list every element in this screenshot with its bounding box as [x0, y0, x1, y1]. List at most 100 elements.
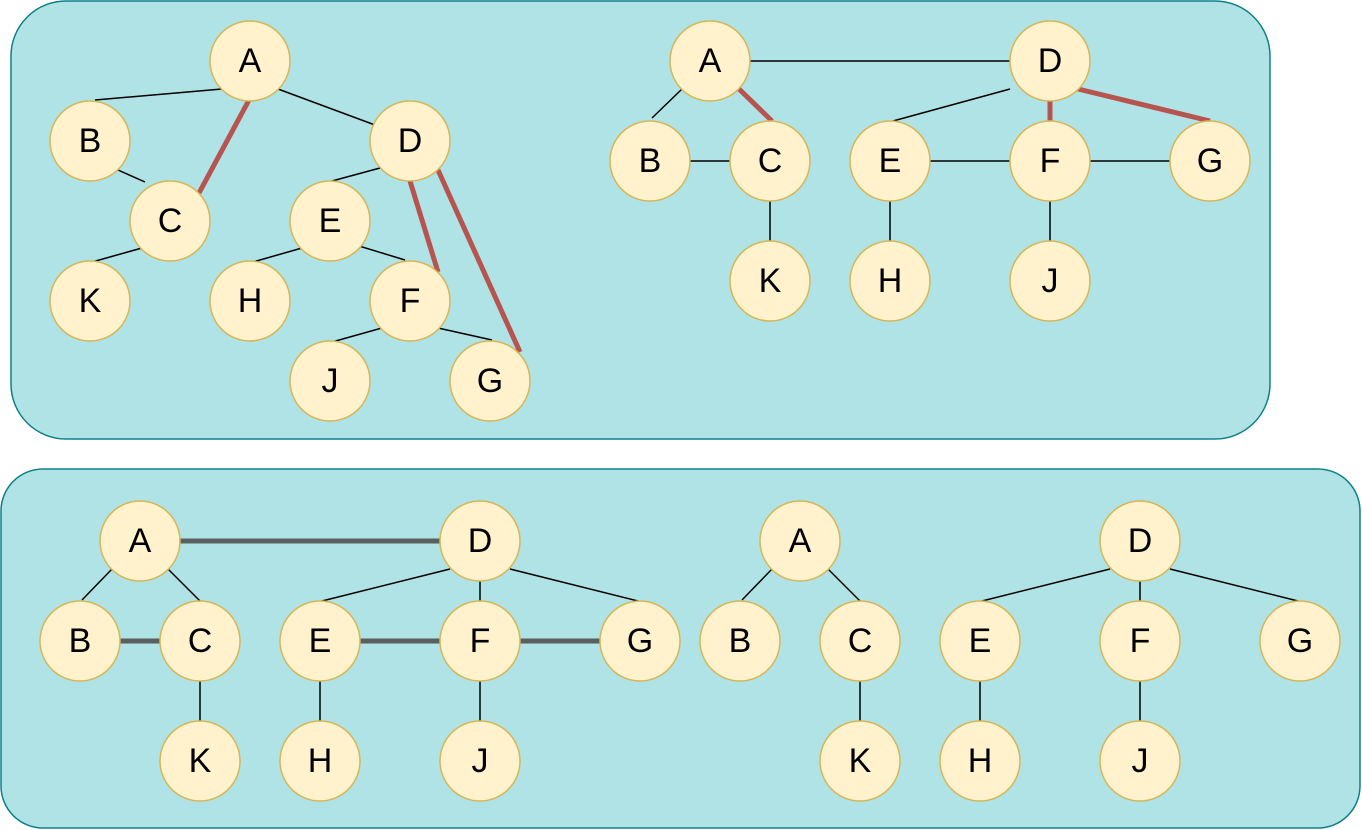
svg-text:H: H	[968, 742, 993, 780]
node-a: A	[669, 20, 751, 102]
node-g: G	[1169, 120, 1251, 202]
svg-text:E: E	[969, 622, 992, 660]
edge-c-k	[91, 247, 143, 263]
edge-d-g	[1169, 568, 1299, 602]
edge-red-d-g	[1077, 86, 1211, 124]
svg-text:K: K	[849, 742, 872, 780]
svg-text:K: K	[189, 742, 212, 780]
svg-text:J: J	[1132, 742, 1149, 780]
node-b: B	[609, 120, 691, 202]
svg-text:A: A	[699, 42, 722, 80]
edge-d-e	[981, 568, 1111, 602]
diagram-4-nodes: A B C D E F G H J K	[699, 500, 1341, 802]
node-k: K	[729, 240, 811, 322]
svg-text:E: E	[309, 622, 332, 660]
edge-a-b	[81, 568, 113, 601]
svg-text:F: F	[1040, 142, 1061, 180]
node-c: C	[129, 180, 211, 262]
diagram-1-nodes: A B C D E F G H J K	[49, 20, 531, 422]
edge-red-d-f	[407, 180, 441, 273]
svg-text:A: A	[789, 522, 812, 560]
svg-text:C: C	[158, 202, 183, 240]
svg-text:A: A	[239, 42, 262, 80]
edge-e-f	[358, 245, 406, 261]
node-d: D	[369, 100, 451, 182]
diagram-4-edges	[741, 568, 1299, 721]
node-e: E	[939, 600, 1021, 682]
svg-text:B: B	[79, 122, 102, 160]
svg-text:B: B	[69, 622, 92, 660]
edge-red-a-c	[196, 98, 252, 195]
node-h: H	[939, 720, 1021, 802]
node-e: E	[849, 120, 931, 202]
node-d: D	[439, 500, 521, 582]
node-f: F	[439, 600, 521, 682]
node-d: D	[1099, 500, 1181, 582]
svg-text:F: F	[1130, 622, 1151, 660]
svg-text:E: E	[319, 202, 342, 240]
svg-text:B: B	[639, 142, 662, 180]
node-b: B	[49, 100, 131, 182]
node-b: B	[699, 600, 781, 682]
edge-a-b	[94, 88, 223, 101]
svg-text:D: D	[1128, 522, 1153, 560]
node-h: H	[209, 260, 291, 342]
edge-a-b	[651, 88, 683, 119]
svg-text:G: G	[1197, 142, 1223, 180]
svg-text:K: K	[759, 262, 782, 300]
node-c: C	[729, 120, 811, 202]
svg-text:J: J	[472, 742, 489, 780]
svg-text:G: G	[1287, 622, 1313, 660]
svg-text:D: D	[468, 522, 493, 560]
diagram-3-nodes: A B C D E F G H J K	[39, 500, 681, 802]
node-a: A	[99, 500, 181, 582]
node-g: G	[449, 340, 531, 422]
node-a: A	[759, 500, 841, 582]
node-h: H	[279, 720, 361, 802]
edge-d-e	[321, 568, 451, 602]
node-k: K	[819, 720, 901, 802]
node-f: F	[1099, 600, 1181, 682]
svg-text:B: B	[729, 622, 752, 660]
svg-text:H: H	[308, 742, 333, 780]
edge-red-a-c	[737, 87, 774, 123]
svg-text:H: H	[878, 262, 903, 300]
top-panel	[10, 0, 1271, 440]
svg-text:G: G	[477, 362, 503, 400]
node-j: J	[1009, 240, 1091, 322]
svg-text:C: C	[188, 622, 213, 660]
diagram-3-edges	[81, 538, 639, 721]
node-h: H	[849, 240, 931, 322]
node-e: E	[289, 180, 371, 262]
svg-text:K: K	[79, 282, 102, 320]
node-a: A	[209, 20, 291, 102]
node-f: F	[1009, 120, 1091, 202]
edge-f-j	[331, 327, 383, 343]
svg-text:D: D	[1038, 42, 1063, 80]
svg-text:J: J	[322, 362, 339, 400]
node-f: F	[369, 260, 451, 342]
node-j: J	[289, 340, 371, 422]
node-k: K	[49, 260, 131, 342]
svg-text:A: A	[129, 522, 152, 560]
edge-d-g	[509, 568, 639, 602]
diagram-1-edges	[91, 88, 523, 354]
node-j: J	[1099, 720, 1181, 802]
svg-text:C: C	[848, 622, 873, 660]
diagram-2-nodes: A B C D E F G H J K	[609, 20, 1251, 322]
node-j: J	[439, 720, 521, 802]
edge-f-g	[437, 327, 493, 341]
svg-text:E: E	[879, 142, 902, 180]
node-g: G	[1259, 600, 1341, 682]
edge-a-b	[741, 568, 773, 601]
svg-text:F: F	[470, 622, 491, 660]
node-c: C	[159, 600, 241, 682]
node-g: G	[599, 600, 681, 682]
edge-a-c	[167, 568, 201, 602]
svg-text:D: D	[398, 122, 423, 160]
edge-b-c	[117, 169, 146, 183]
svg-text:H: H	[238, 282, 263, 320]
edge-d-e	[892, 88, 1011, 122]
svg-text:J: J	[1042, 262, 1059, 300]
